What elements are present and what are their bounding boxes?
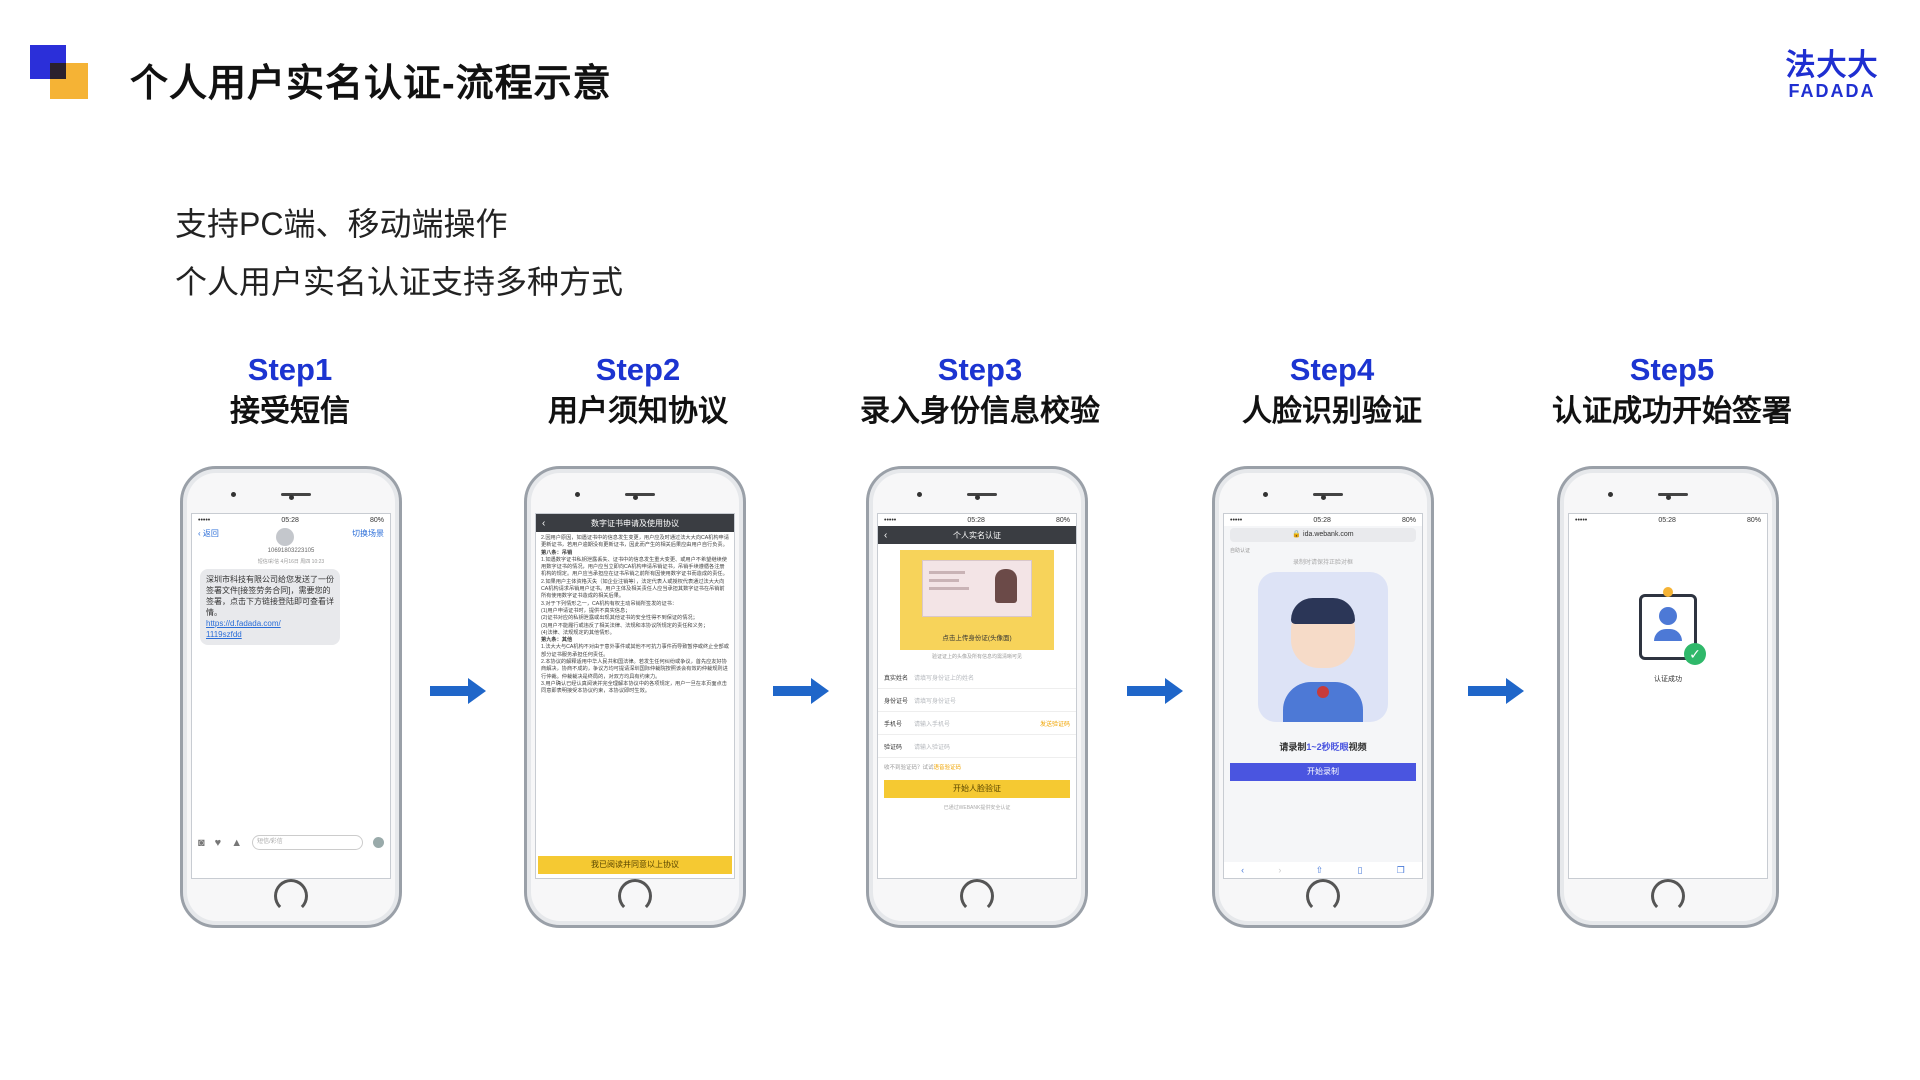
form-row[interactable]: 验证码请输入验证码	[878, 735, 1076, 758]
arrow-right-icon	[1127, 678, 1183, 704]
sender-number: 10691803223105	[267, 548, 315, 554]
nav-bar: ‹ 个人实名认证	[878, 526, 1076, 544]
home-button	[1306, 879, 1340, 913]
arrow-right-icon	[1468, 678, 1524, 704]
form-row[interactable]: 手机号请输入手机号 发送验证码	[878, 712, 1076, 735]
message-bubble: 深圳市科技有限公司给您发送了一份签署文件[接签劳务合同]，需要您的签署，点击下方…	[200, 569, 340, 645]
lock-icon: 🔒	[1292, 531, 1302, 538]
message-input[interactable]: 短信/彩信	[252, 835, 363, 850]
back-button[interactable]: ‹ 返回	[198, 529, 219, 538]
success-text: 认证成功	[1654, 676, 1682, 683]
message-link[interactable]: 1119szfdd	[206, 630, 242, 639]
tabs-icon[interactable]: ❐	[1396, 864, 1405, 875]
home-button	[618, 879, 652, 913]
switch-scene-button[interactable]: 切换场景	[351, 529, 384, 538]
bookmarks-icon[interactable]: ▯	[1357, 864, 1363, 875]
back-icon[interactable]: ‹	[1241, 865, 1245, 875]
nav-bar: ‹ 数字证书申请及使用协议	[536, 514, 734, 532]
form-row[interactable]: 真实姓名请填写身份证上的姓名	[878, 666, 1076, 689]
home-button	[960, 879, 994, 913]
page-title: 个人用户实名认证-流程示意	[130, 63, 612, 105]
back-icon[interactable]: ‹	[884, 529, 888, 541]
intro-text: 支持PC端、移动端操作 个人用户实名认证支持多种方式	[175, 195, 623, 311]
arrow-right-icon	[430, 678, 486, 704]
start-face-button[interactable]: 开始人脸验证	[884, 780, 1070, 798]
home-button	[274, 879, 308, 913]
id-card-image	[922, 560, 1032, 617]
back-icon[interactable]: ‹	[542, 517, 546, 529]
send-code-button[interactable]: 发送验证码	[1039, 721, 1070, 728]
agree-button[interactable]: 我已阅读并同意以上协议	[538, 856, 732, 874]
forward-icon[interactable]: ›	[1278, 865, 1282, 875]
verify-title: 个人实名认证	[953, 530, 1001, 540]
voice-code-link[interactable]: 语音验证码	[933, 765, 962, 771]
camera-icon[interactable]: ◙	[198, 836, 205, 849]
start-record-button[interactable]: 开始录制	[1230, 763, 1416, 781]
share-icon[interactable]: ⇧	[1315, 864, 1324, 875]
brand-logo: 法大大 FADADA	[1785, 49, 1879, 101]
form-row[interactable]: 身份证号请填写身份证号	[878, 689, 1076, 712]
logo-squares	[30, 45, 90, 99]
agreement-body: 2.因用户原因，如遇证书中的信息发生变更，用户应及时通过法大大向CA机构申请更新…	[541, 535, 729, 695]
heart-icon[interactable]: ♥	[214, 836, 222, 849]
face-frame	[1258, 572, 1388, 722]
id-photo-icon	[995, 569, 1017, 603]
appstore-icon[interactable]: ▲	[231, 836, 243, 849]
phone-screen: ‹ 数字证书申请及使用协议 2.因用户原因，如遇证书中的信息发生变更，用户应及时…	[535, 513, 735, 879]
message-link[interactable]: https://d.fadada.com/	[206, 619, 281, 628]
url-bar[interactable]: 🔒 ida.webank.com	[1230, 528, 1416, 542]
check-icon: ✓	[1684, 643, 1706, 665]
browser-toolbar: ‹ › ⇧ ▯ ❐	[1224, 862, 1422, 878]
face-avatar-icon	[1291, 598, 1355, 668]
intro-line-1: 支持PC端、移动端操作	[175, 206, 508, 242]
avatar	[276, 528, 295, 546]
message-input-bar: ◙ ♥ ▲ 短信/彩信	[198, 835, 384, 850]
phone-step-2: ‹ 数字证书申请及使用协议 2.因用户原因，如遇证书中的信息发生变更，用户应及时…	[524, 466, 746, 928]
intro-line-2: 个人用户实名认证支持多种方式	[175, 264, 624, 300]
send-icon[interactable]	[373, 837, 384, 848]
arrow-right-icon	[773, 678, 829, 704]
id-badge-icon: ✓	[1639, 587, 1706, 665]
record-instruction: 请录制1~2秒眨眼视频	[1279, 742, 1367, 752]
agreement-title: 数字证书申请及使用协议	[591, 518, 679, 528]
message-date: 短信/彩信 4月16日 周四 10:23	[257, 559, 325, 565]
home-button	[1651, 879, 1685, 913]
id-upload-area[interactable]: 点击上传身份证(头像面)	[900, 550, 1054, 650]
